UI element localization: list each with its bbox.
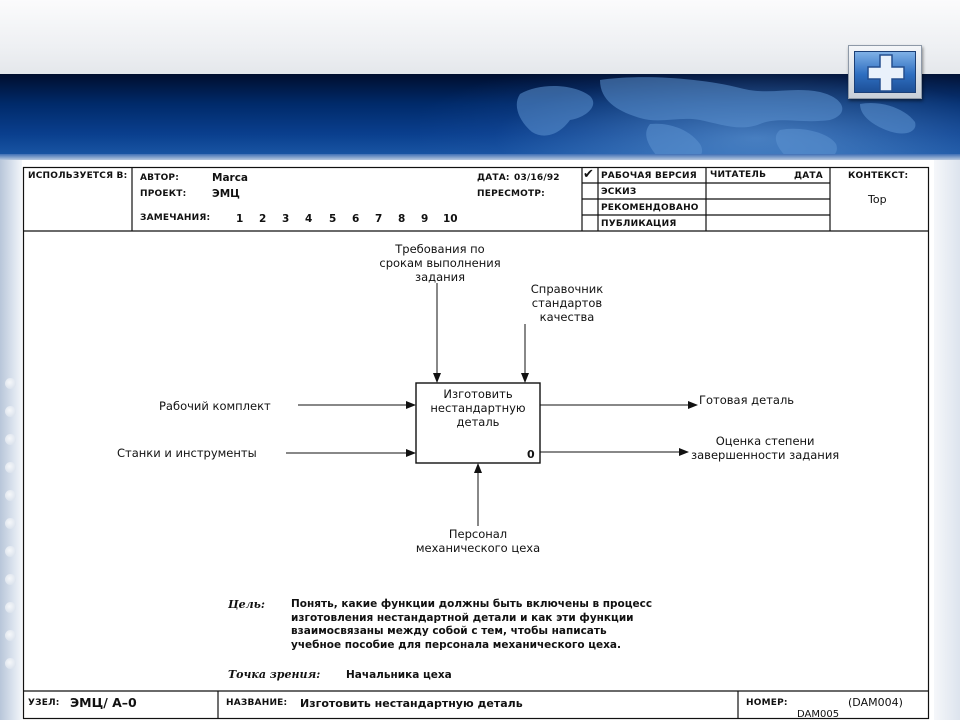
output-label-finished-part: Готовая деталь [699, 393, 795, 407]
control-label-deadline-requirements: Требования по срокам выполнения задания [379, 242, 501, 284]
purpose-text: Понять, какие функции должны быть включе… [291, 598, 653, 651]
status-check-mark[interactable]: ✔ [583, 167, 594, 182]
input-label-work-kit: Рабочий комплект [159, 399, 271, 413]
output-label-completion-assessment: Оценка степени завершенности задания [691, 434, 840, 462]
node-value: ЭМЦ/ А–0 [70, 695, 137, 710]
title-value: Изготовить нестандартную деталь [300, 697, 523, 710]
purpose-label: Цель: [228, 598, 265, 611]
plus-button[interactable] [848, 45, 922, 99]
project-label: ПРОЕКТ: [140, 189, 187, 199]
title-label: НАЗВАНИЕ: [226, 698, 288, 708]
function-box-label: Изготовить нестандартную деталь [430, 387, 526, 429]
notes-number-4: 4 [305, 213, 313, 225]
date-value: 03/16/92 [514, 173, 560, 183]
status-recommended[interactable]: РЕКОМЕНДОВАНО [601, 203, 699, 213]
context-label: КОНТЕКСТ: [848, 171, 909, 181]
header-light-band [0, 0, 960, 78]
reader-label: ЧИТАТЕЛЬ [710, 170, 767, 180]
number-label: НОМЕР: [746, 698, 788, 708]
notes-label: ЗАМЕЧАНИЯ: [140, 213, 211, 223]
revision-label: ПЕРЕСМОТР: [477, 189, 545, 199]
notes-number-7: 7 [375, 213, 383, 225]
viewpoint-text: Начальника цеха [346, 669, 452, 681]
used-at-label: ИСПОЛЬЗУЕТСЯ В: [28, 171, 128, 181]
viewpoint-label: Точка зрения: [228, 668, 321, 681]
context-value: Top [868, 193, 887, 206]
number-value-secondary: DAM005 [797, 709, 840, 720]
author-value: Marca [212, 172, 249, 184]
date-label: ДАТА: [477, 173, 510, 183]
reader-date-label: ДАТА [794, 171, 823, 181]
number-value: (DAM004) [848, 696, 903, 709]
header-divider-strip [0, 154, 960, 160]
notes-number-1: 1 [236, 213, 244, 225]
function-box-number: 0 [527, 448, 535, 461]
notes-number-6: 6 [352, 213, 360, 225]
control-label-quality-standards: Справочник стандартов качества [530, 282, 604, 324]
status-publication[interactable]: ПУБЛИКАЦИЯ [601, 219, 677, 229]
author-label: АВТОР: [140, 173, 180, 183]
notes-number-9: 9 [421, 213, 429, 225]
header-world-map-banner [0, 74, 960, 160]
world-map-graphic [516, 77, 916, 160]
notes-number-10: 10 [443, 213, 458, 225]
status-draft[interactable]: ЭСКИЗ [601, 187, 637, 197]
input-label-machines-tools: Станки и инструменты [117, 446, 257, 460]
form-frame-and-arrows [22, 166, 930, 720]
plus-icon [867, 54, 905, 92]
notes-number-5: 5 [329, 213, 337, 225]
notes-number-2: 2 [259, 213, 267, 225]
notes-number-3: 3 [282, 213, 290, 225]
project-value: ЭМЦ [212, 188, 240, 200]
status-working-version[interactable]: РАБОЧАЯ ВЕРСИЯ [601, 171, 697, 181]
mechanism-label-workshop-staff: Персонал механического цеха [415, 527, 541, 555]
notes-number-8: 8 [398, 213, 406, 225]
idef0-diagram-form: ИСПОЛЬЗУЕТСЯ В: АВТОР: Marca ПРОЕКТ: ЭМЦ… [22, 164, 930, 720]
node-label: УЗЕЛ: [28, 698, 60, 708]
right-decorative-strip [934, 160, 960, 720]
left-decorative-strip [0, 160, 22, 720]
